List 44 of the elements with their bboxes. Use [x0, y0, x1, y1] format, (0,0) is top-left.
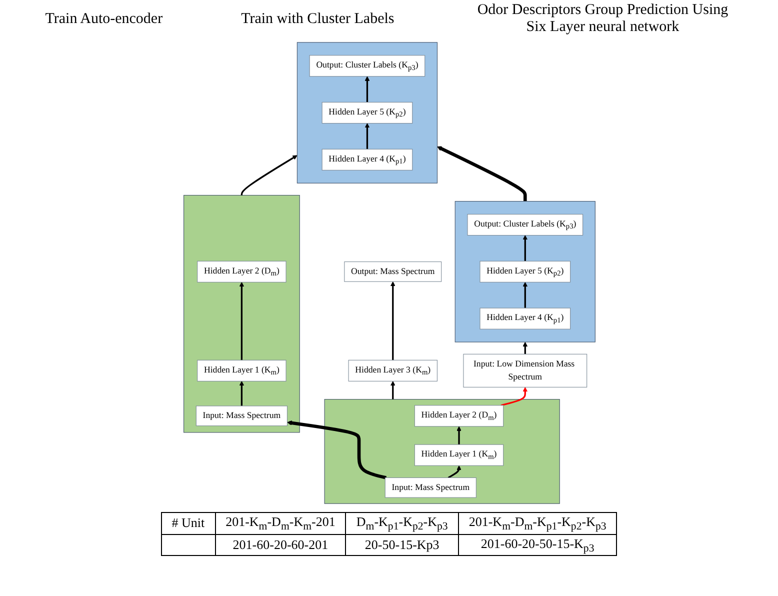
arrow — [286, 420, 386, 480]
table-cell: 201-60-20-60-201 — [215, 534, 346, 556]
arrow — [447, 465, 461, 478]
node-box: Input: Mass Spectrum — [195, 406, 288, 426]
node-box: Hidden Layer 5 (K$_{p2}$) — [479, 260, 570, 282]
column-heading: Odor Descriptors Group Prediction Using Six Layer neural network — [476, 2, 730, 36]
node-box: Hidden Layer 2 (D$_{m}$) — [196, 260, 286, 282]
node-box: Output: Mass Spectrum — [344, 261, 442, 282]
node-box: Hidden Layer 2 (D$_{m}$) — [414, 405, 504, 427]
node-box: Hidden Layer 3 (K$_{m}$) — [348, 360, 437, 382]
arrow — [238, 380, 244, 406]
arrow — [456, 426, 461, 445]
node-box: Input: Mass Spectrum — [384, 477, 476, 498]
table-cell: 20-50-15-Kp3 — [346, 534, 458, 556]
cluster — [296, 42, 438, 184]
node-box: Hidden Layer 1 (K$_{m}$) — [196, 360, 286, 382]
node-box: Output: Cluster Labels (K$_{p3}$) — [466, 214, 583, 236]
arrow — [364, 76, 370, 102]
arrow — [364, 123, 370, 150]
column-heading: Train with Cluster Labels — [241, 10, 394, 28]
arrow — [522, 342, 528, 354]
arrow — [522, 282, 528, 308]
node-box: Hidden Layer 4 (K$_{p1}$) — [479, 308, 570, 330]
node-box: Output: Cluster Labels (K$_{p3}$) — [308, 55, 425, 77]
arrow — [500, 386, 528, 406]
table-header: 201-K$_{m}$-D$_{m}$-K$_{m}$-201 — [215, 512, 346, 534]
arrow — [390, 281, 395, 360]
arrow — [522, 235, 528, 262]
table-cell: 201-60-20-50-15-K$_{p3}$ — [458, 534, 617, 556]
arrow — [390, 380, 395, 400]
table-header: # Unit — [161, 512, 216, 534]
column-heading: Train Auto-encoder — [45, 10, 163, 28]
node-box: Hidden Layer 4 (K$_{p1}$) — [321, 148, 412, 170]
table-header: 201-K$_{m}$-D$_{m}$-K$_{p1}$-K$_{p2}$-K$_{p3}$ — [458, 512, 617, 534]
cluster — [324, 399, 560, 504]
cluster — [454, 201, 595, 342]
arrow — [240, 155, 297, 196]
node-box: Input: Low Dimension Mass Spectrum — [462, 354, 587, 388]
node-box: Hidden Layer 1 (K$_{m}$) — [414, 444, 504, 466]
cluster — [183, 194, 300, 433]
arrow — [436, 146, 526, 202]
arrow — [238, 282, 244, 360]
table-header: D$_{m}$-K$_{p1}$-K$_{p2}$-K$_{p3}$ — [346, 512, 458, 534]
node-box: Hidden Layer 5 (K$_{p2}$) — [321, 102, 412, 124]
